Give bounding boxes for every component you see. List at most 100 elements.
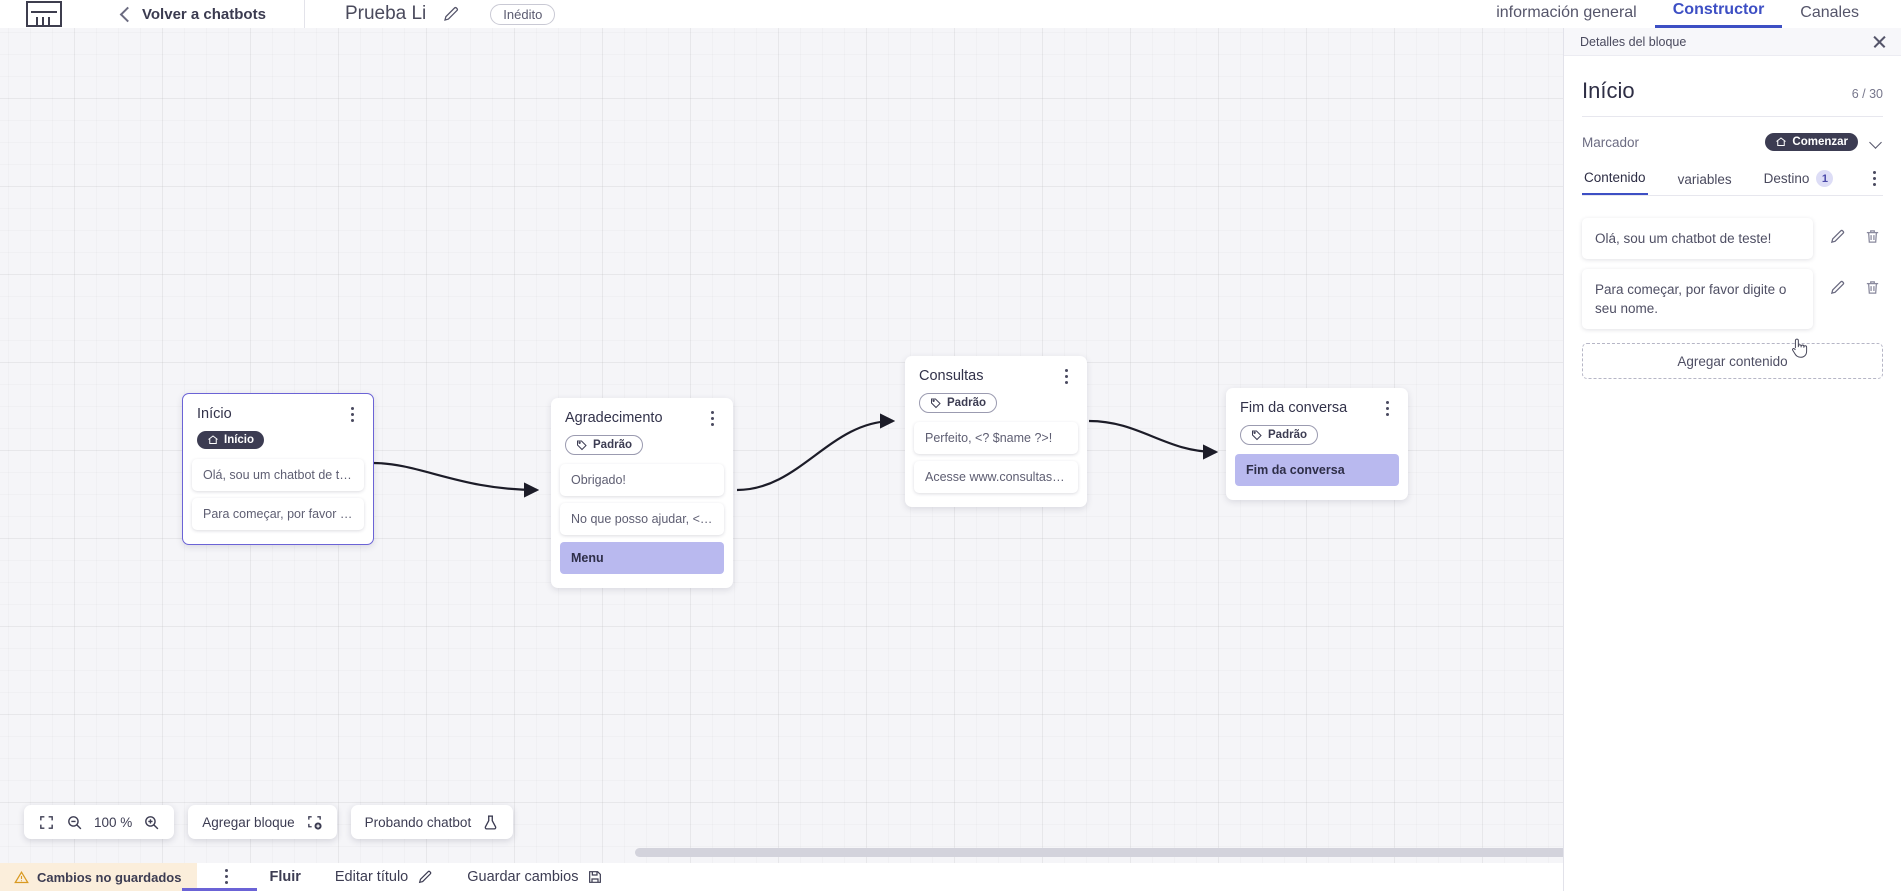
node-title: Consultas	[919, 368, 984, 384]
marker-badge[interactable]: Comenzar	[1765, 133, 1858, 151]
pencil-icon[interactable]	[1829, 228, 1846, 245]
statusbar-tab-fluir[interactable]: Fluir	[269, 863, 300, 891]
node-message-menu[interactable]: Fim da conversa	[1235, 454, 1399, 486]
zoom-out-icon[interactable]	[66, 814, 83, 831]
trash-icon[interactable]	[1864, 279, 1881, 296]
chevron-down-icon[interactable]	[1869, 135, 1883, 149]
panel-header: Detalles del bloque	[1564, 28, 1901, 56]
statusbar-kebab-icon[interactable]	[219, 868, 235, 886]
fit-screen-icon[interactable]	[38, 814, 55, 831]
node-tag-padrao: Padrão	[1240, 425, 1318, 445]
status-bar: Cambios no guardados Fluir Editar título…	[0, 863, 1563, 891]
node-tag-label: Início	[224, 434, 255, 446]
node-menu-kebab-icon[interactable]	[1380, 400, 1396, 418]
panel-divider	[1582, 116, 1883, 117]
node-message[interactable]: Acesse www.consultas.com par...	[914, 461, 1078, 493]
node-tag-label: Padrão	[1268, 429, 1307, 441]
unsaved-changes-badge: Cambios no guardados	[0, 863, 198, 891]
content-row-actions	[1813, 269, 1883, 296]
content-text[interactable]: Para começar, por favor digite o seu nom…	[1582, 269, 1813, 330]
zoom-controls-group: 100 %	[24, 805, 175, 839]
node-tag-row: Padrão	[905, 386, 1087, 422]
node-message[interactable]: No que posso ajudar, <? $name ...	[560, 503, 724, 535]
node-message[interactable]: Perfeito, <? $name ?>!	[914, 422, 1078, 454]
pencil-icon[interactable]	[1829, 279, 1846, 296]
tab-contenido-label: Contenido	[1584, 170, 1646, 185]
save-changes-label: Guardar cambios	[467, 869, 579, 885]
flask-icon	[484, 814, 497, 830]
canvas-toolbar: 100 % Agregar bloque Probando chatbot	[24, 805, 514, 839]
warning-icon	[14, 870, 29, 883]
block-counter: 6 / 30	[1851, 87, 1883, 101]
flow-node-fim-da-conversa[interactable]: Fim da conversa Padrão Fim da conversa	[1226, 388, 1408, 500]
tag-icon	[1252, 430, 1262, 441]
flow-node-inicio[interactable]: Início Início Olá, sou um chatbot de tes…	[182, 393, 374, 545]
content-row: Olá, sou um chatbot de teste!	[1582, 218, 1883, 260]
top-tabs: información general Constructor Canales	[1478, 0, 1901, 28]
marker-label: Marcador	[1582, 134, 1640, 150]
save-changes-button[interactable]: Guardar cambios	[467, 863, 603, 891]
node-header: Agradecimento	[551, 398, 733, 428]
panel-tabs: Contenido variables Destino 1	[1582, 165, 1883, 196]
node-message[interactable]: Para começar, por favor digite o ...	[192, 498, 364, 530]
chatbot-name: Prueba Li	[344, 3, 427, 24]
node-menu-kebab-icon[interactable]	[705, 410, 721, 428]
tag-icon	[577, 440, 587, 451]
add-block-icon	[307, 815, 322, 830]
panel-header-title: Detalles del bloque	[1580, 34, 1687, 49]
back-to-chatbots-link[interactable]: Volver a chatbots	[142, 5, 266, 23]
node-tag-label: Padrão	[947, 397, 986, 409]
node-tag-inicio: Início	[197, 431, 265, 449]
tab-canales[interactable]: Canales	[1800, 4, 1859, 21]
node-message-menu[interactable]: Menu	[560, 542, 724, 574]
node-menu-kebab-icon[interactable]	[345, 406, 361, 424]
edit-title-button[interactable]: Editar título	[335, 863, 433, 891]
add-block-label: Agregar bloque	[202, 814, 295, 830]
flow-canvas[interactable]: Início Início Olá, sou um chatbot de tes…	[0, 28, 1563, 863]
home-icon	[1776, 137, 1787, 146]
node-tag-row: Padrão	[551, 428, 733, 464]
node-message[interactable]: Olá, sou um chatbot de teste!	[192, 459, 364, 491]
tab-destino[interactable]: Destino 1	[1762, 165, 1836, 195]
tab-variables[interactable]: variables	[1676, 167, 1734, 195]
node-header: Consultas	[905, 356, 1087, 386]
edit-name-pencil-icon[interactable]	[442, 5, 460, 23]
block-name: Início	[1582, 78, 1635, 103]
content-row-actions	[1813, 218, 1883, 245]
tab-variables-label: variables	[1677, 172, 1732, 187]
content-text[interactable]: Olá, sou um chatbot de teste!	[1582, 218, 1813, 260]
scrollbar-thumb[interactable]	[635, 848, 1563, 857]
pencil-icon	[419, 870, 432, 884]
fluir-label: Fluir	[269, 869, 301, 885]
node-header: Início	[183, 394, 373, 424]
node-title: Fim da conversa	[1240, 400, 1348, 416]
add-content-button[interactable]: Agregar contenido	[1582, 343, 1883, 380]
tab-constructor[interactable]: Constructor	[1654, 2, 1783, 28]
zoom-in-icon[interactable]	[143, 814, 160, 831]
tag-icon	[931, 398, 941, 409]
node-title: Agradecimento	[565, 410, 663, 426]
back-chevron-icon[interactable]	[118, 7, 132, 21]
zoom-level-label: 100 %	[94, 814, 133, 830]
test-chatbot-button[interactable]: Probando chatbot	[350, 805, 514, 839]
test-chatbot-label: Probando chatbot	[364, 814, 472, 830]
marker-badge-label: Comenzar	[1792, 136, 1848, 148]
add-block-button[interactable]: Agregar bloque	[188, 805, 337, 839]
node-tag-padrao: Padrão	[565, 435, 643, 455]
tab-informacion-general[interactable]: información general	[1496, 4, 1637, 21]
home-icon	[208, 435, 218, 444]
canvas-horizontal-scrollbar[interactable]	[0, 848, 1563, 857]
via-logo	[26, 1, 62, 27]
trash-icon[interactable]	[1864, 228, 1881, 245]
tab-contenido[interactable]: Contenido	[1582, 165, 1648, 195]
node-message[interactable]: Obrigado!	[560, 464, 724, 496]
header-divider	[303, 0, 305, 28]
node-title: Início	[197, 406, 232, 422]
close-icon[interactable]	[1872, 34, 1887, 49]
node-tag-padrao: Padrão	[919, 393, 997, 413]
node-tag-label: Padrão	[593, 439, 632, 451]
node-menu-kebab-icon[interactable]	[1059, 368, 1075, 386]
flow-node-consultas[interactable]: Consultas Padrão Perfeito, <? $name ?>! …	[905, 356, 1087, 507]
panel-tabs-kebab-icon[interactable]	[1867, 170, 1883, 188]
flow-node-agradecimento[interactable]: Agradecimento Padrão Obrigado! No que po…	[551, 398, 733, 588]
